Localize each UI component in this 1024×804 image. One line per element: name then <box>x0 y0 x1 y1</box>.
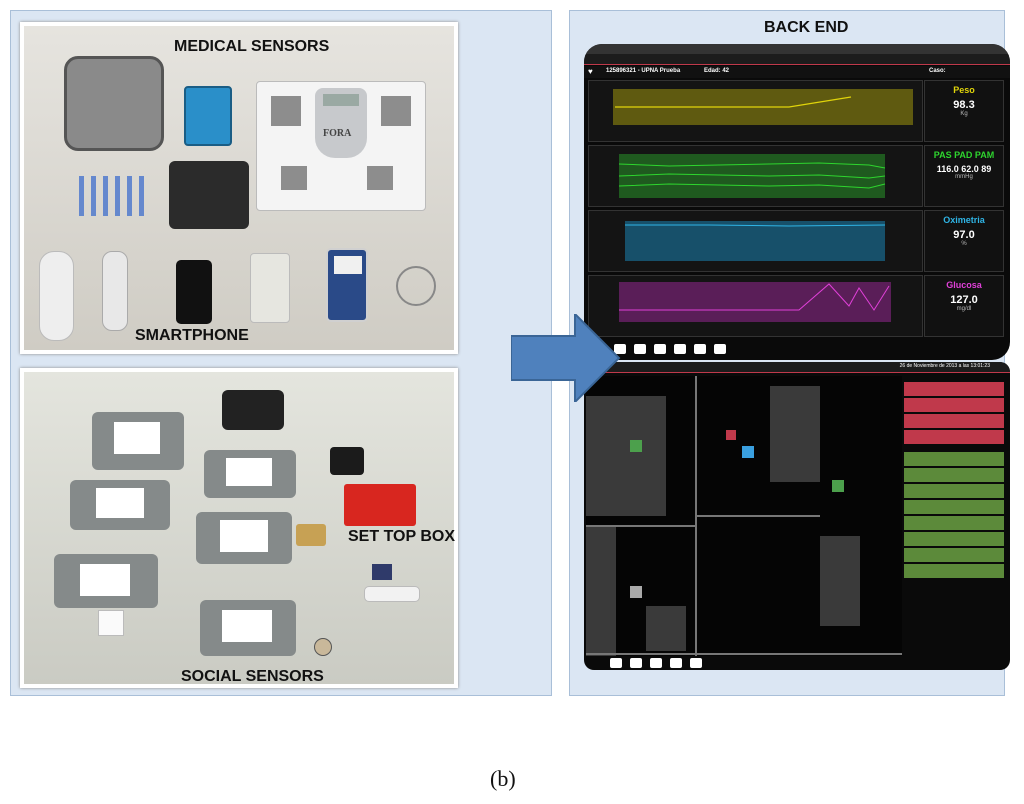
patient-icon[interactable] <box>610 658 622 668</box>
medical-sensors-photo: FORA <box>20 22 458 354</box>
oximetry-readout: Oximetria 97.0 % <box>924 210 1004 272</box>
glucose-unit: mg/dl <box>956 306 972 312</box>
event-list-item[interactable] <box>904 548 1004 562</box>
floorplan-date: 26 de Noviembre de 2013 a las 13:01:23 <box>899 363 990 369</box>
alert-icon[interactable] <box>670 658 682 668</box>
social-sensor-box <box>204 450 296 498</box>
arrow-right-icon <box>511 314 621 402</box>
glucose-meter <box>184 86 232 146</box>
event-list-item[interactable] <box>904 382 1004 396</box>
medical-sensors-caption: MEDICAL SENSORS <box>174 38 330 55</box>
blood-pressure-case <box>64 56 164 151</box>
social-sensor-box <box>196 512 292 564</box>
sd-card <box>372 564 392 580</box>
social-sensor-box <box>70 480 170 530</box>
weight-chart-plot <box>613 89 913 125</box>
clock-icon[interactable] <box>694 344 706 354</box>
set-top-box <box>344 484 416 526</box>
patient-bar: ♥ 125896321 - UPNA Prueba Edad: 42 Caso: <box>584 66 1010 78</box>
glucose-chart-plot <box>619 282 891 322</box>
social-sensors-caption: SOCIAL SENSORS <box>181 668 324 685</box>
oximetry-chart-plot <box>625 221 886 261</box>
event-list-item[interactable] <box>904 532 1004 546</box>
figure-label: (b) <box>490 766 516 791</box>
event-list-item[interactable] <box>904 430 1004 444</box>
floorplan-header: 26 de Noviembre de 2013 a las 13:01:23 <box>584 362 1010 373</box>
ecg-device <box>326 248 368 322</box>
smartphone-caption: SMARTPHONE <box>135 327 249 344</box>
glucose-label: Glucosa <box>946 280 982 290</box>
oximetry-label: Oximetria <box>943 215 985 225</box>
thermometer <box>102 251 128 331</box>
glucose-chart <box>588 275 923 337</box>
patient-age: Edad: 42 <box>704 68 730 74</box>
wifi-icon[interactable] <box>654 344 666 354</box>
patient-icon[interactable] <box>614 344 626 354</box>
pulse-oximeter-cable <box>396 266 436 306</box>
social-sensor-box <box>54 554 158 608</box>
blood-pressure-chart-plot <box>618 154 886 198</box>
weight-readout: Peso 98.3 Kg <box>924 80 1004 142</box>
event-list-item[interactable] <box>904 516 1004 530</box>
floorplan-map <box>586 376 902 656</box>
alert-icon[interactable] <box>674 344 686 354</box>
glucose-readout: Glucosa 127.0 mg/dl <box>924 275 1004 337</box>
event-list-item[interactable] <box>904 452 1004 466</box>
water-valve <box>296 524 326 546</box>
notes-icon[interactable] <box>714 344 726 354</box>
heart-icon: ♥ <box>588 67 593 76</box>
wifi-icon[interactable] <box>650 658 662 668</box>
back-end-title: BACK END <box>764 19 849 36</box>
heart-monitor-icon[interactable] <box>630 658 642 668</box>
blood-pressure-label: PAS PAD PAM <box>933 150 995 160</box>
dashboard-toolbar[interactable] <box>614 344 726 354</box>
pressure-pad <box>314 638 332 656</box>
case-label: Caso: <box>929 68 946 74</box>
dashboard-header <box>584 44 1010 54</box>
event-list-item[interactable] <box>904 468 1004 482</box>
heart-monitor-icon[interactable] <box>634 344 646 354</box>
door-sensor-magnet <box>98 610 124 636</box>
weight-scale: FORA <box>256 81 426 211</box>
weight-value: 98.3 <box>953 99 975 111</box>
event-list-item[interactable] <box>904 398 1004 412</box>
dashboard-tabs <box>584 54 1010 65</box>
social-sensors-photo <box>20 368 458 688</box>
oximetry-unit: % <box>961 241 967 247</box>
event-list-item[interactable] <box>904 564 1004 578</box>
blood-pressure-value: 116.0 62.0 89 <box>936 164 992 174</box>
power-adapter <box>330 447 364 475</box>
patient-id: 125896321 - UPNA Prueba <box>606 68 681 74</box>
blood-pressure-chart <box>588 145 923 207</box>
smartphone <box>176 260 212 324</box>
lancets <box>79 176 149 216</box>
weight-unit: Kg <box>960 111 968 117</box>
clock-icon[interactable] <box>690 658 702 668</box>
usb-dongle <box>364 586 420 602</box>
scale-brand-label: FORA <box>323 128 352 139</box>
social-sensor-box <box>92 412 184 470</box>
event-list-item[interactable] <box>904 414 1004 428</box>
weight-chart <box>588 80 923 142</box>
monitoring-dashboard: ♥ 125896321 - UPNA Prueba Edad: 42 Caso:… <box>584 44 1010 360</box>
blood-pressure-cuff <box>169 161 249 229</box>
event-list-item[interactable] <box>904 500 1004 514</box>
phone-case <box>250 253 290 323</box>
glucose-value: 127.0 <box>950 294 978 306</box>
weight-label: Peso <box>953 85 975 95</box>
floorplan-toolbar[interactable] <box>610 658 702 668</box>
event-list-item[interactable] <box>904 484 1004 498</box>
oximetry-chart <box>588 210 923 272</box>
oximetry-value: 97.0 <box>953 229 975 241</box>
gateway-module <box>222 390 284 430</box>
social-sensor-box <box>200 600 296 656</box>
blood-pressure-readout: PAS PAD PAM 116.0 62.0 89 mmHg <box>924 145 1004 207</box>
set-top-box-caption: SET TOP BOX <box>348 528 455 545</box>
home-floorplan-dashboard: 26 de Noviembre de 2013 a las 13:01:23 <box>584 362 1010 670</box>
blood-pressure-unit: mmHg <box>955 174 973 180</box>
thermometer-dock <box>39 251 74 341</box>
